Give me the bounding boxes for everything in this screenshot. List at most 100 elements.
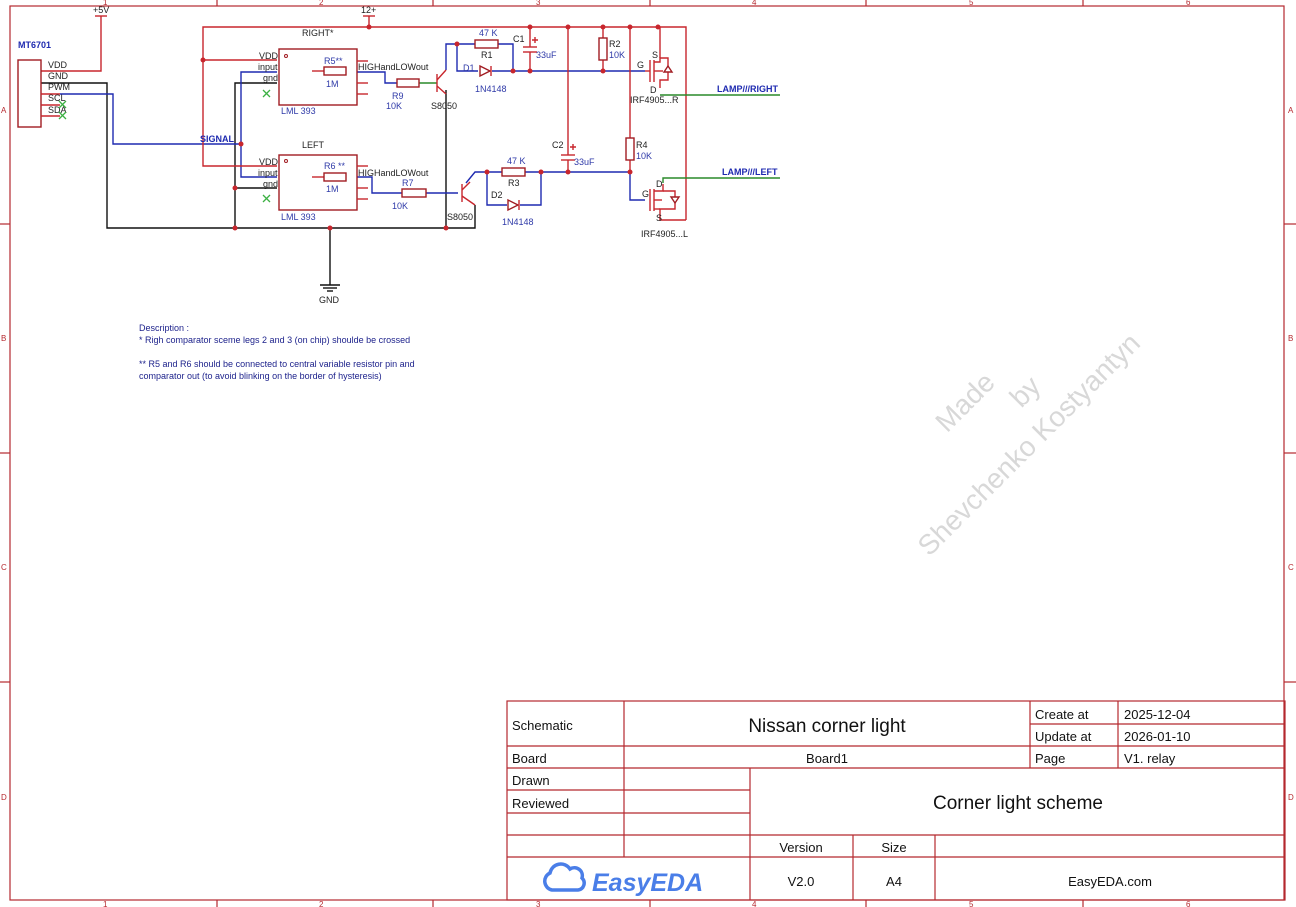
zone-col-1-bottom: 1: [103, 900, 108, 907]
gate-label: G: [637, 60, 644, 70]
r3-value: 47 K: [507, 156, 526, 166]
resistor-r4[interactable]: R4 10K: [625, 137, 652, 161]
reviewed-label: Reviewed: [512, 796, 569, 811]
pin-label: VDD: [259, 157, 279, 167]
size-value: A4: [886, 874, 902, 889]
pin-label: input: [258, 62, 278, 72]
r4-value: 10K: [636, 151, 652, 161]
mt6701-label: MT6701: [18, 40, 51, 50]
resistor-value: 1M: [326, 184, 339, 194]
r3-label: R3: [508, 178, 520, 188]
pin-vdd: VDD: [48, 60, 68, 70]
comparator-title: LEFT: [302, 140, 325, 150]
r7-value: 10K: [392, 201, 408, 211]
d1-value: 1N4148: [475, 84, 507, 94]
c2-label: C2: [552, 140, 564, 150]
transistor-q2[interactable]: S8050: [447, 181, 476, 222]
description-line: comparator out (to avoid blinking on the…: [139, 371, 382, 381]
resistor-r3[interactable]: 47 K R3: [501, 156, 526, 188]
lamp-left-net-label: LAMP///LEFT: [722, 167, 778, 177]
pin-sda: SDA: [48, 105, 67, 115]
zone-row-c-right: C: [1288, 563, 1294, 572]
page-label: Page: [1035, 751, 1065, 766]
diode-d2[interactable]: D2 1N4148: [491, 190, 534, 227]
c1-label: C1: [513, 34, 525, 44]
watermark-line: Shevchenko Kostyantyn: [912, 327, 1146, 561]
zone-row-a-right: A: [1288, 106, 1294, 115]
sheet-title: Corner light scheme: [933, 793, 1103, 814]
mosfet-right[interactable]: G S D IRF4905...R: [630, 50, 679, 105]
board-label: Board: [512, 751, 547, 766]
pin-label: VDD: [259, 51, 279, 61]
zone-row-d-right: D: [1288, 793, 1294, 802]
zone-col-6-bottom: 6: [1186, 900, 1191, 907]
zone-row-a: A: [1, 106, 7, 115]
create-label: Create at: [1035, 707, 1089, 722]
output-label: HIGHandLOWout: [358, 62, 429, 72]
comparator-title: RIGHT*: [302, 28, 334, 38]
capacitor-c1[interactable]: C1 33uF: [513, 34, 557, 60]
diode-d1[interactable]: D1 1N4148: [463, 63, 507, 94]
capacitor-c2[interactable]: C2 33uF: [552, 140, 595, 167]
mosfet-right-label: IRF4905...R: [630, 95, 679, 105]
signal-net-label: SIGNAL: [200, 134, 235, 144]
r2-value: 10K: [609, 50, 625, 60]
board-value: Board1: [806, 751, 848, 766]
zone-col-1: 1: [103, 0, 108, 7]
pin-gnd: GND: [48, 71, 69, 81]
drawn-label: Drawn: [512, 773, 550, 788]
title-block: Schematic Nissan corner light Create at …: [506, 700, 1286, 901]
schematic-label: Schematic: [512, 718, 573, 733]
r4-label: R4: [636, 140, 648, 150]
mt6701-connector[interactable]: MT6701 VDD GND PWM SCL SDA: [17, 40, 70, 128]
zone-col-4: 4: [752, 0, 757, 7]
lamp-right-net-label: LAMP///RIGHT: [717, 84, 778, 94]
author-watermark: Made by Shevchenko Kostyantyn: [912, 327, 1146, 561]
mosfet-left[interactable]: G D S IRF4905...L: [641, 179, 688, 239]
q1-label: S8050: [431, 101, 457, 111]
c1-value: 33uF: [536, 50, 557, 60]
no-connect-icon: [58, 100, 67, 109]
d1-label: D1: [463, 63, 475, 73]
resistor-r1[interactable]: 47 K R1: [474, 28, 499, 60]
watermark-line: Made: [929, 366, 1000, 437]
no-connect-icon: [262, 194, 271, 203]
resistor-value: 1M: [326, 79, 339, 89]
r2-label: R2: [609, 39, 621, 49]
description-note: Description : * Righ comparator sceme le…: [139, 323, 415, 381]
part-label: LML 393: [281, 106, 316, 116]
ground-label: GND: [319, 295, 340, 305]
polarity-plus-icon: [570, 144, 576, 150]
no-connect-icon: [58, 111, 67, 120]
zone-col-5: 5: [969, 0, 974, 7]
resistor-r2[interactable]: R2 10K: [598, 37, 625, 61]
page-value: V1. relay: [1124, 751, 1176, 766]
r1-label: R1: [481, 50, 493, 60]
pin-pwm: PWM: [48, 82, 70, 92]
zone-col-5-bottom: 5: [969, 900, 974, 907]
drain-label: D: [650, 85, 657, 95]
zone-row-b-right: B: [1288, 334, 1293, 343]
r9-value: 10K: [386, 101, 402, 111]
pin-label: input: [258, 168, 278, 178]
zone-col-3: 3: [536, 0, 541, 7]
resistor-r7[interactable]: R7 10K: [392, 178, 427, 211]
source-label: S: [652, 50, 658, 60]
transistor-q1[interactable]: S8050: [431, 69, 457, 111]
power-5v-label: +5V: [93, 5, 109, 15]
zone-col-2-bottom: 2: [319, 900, 324, 907]
watermark-line: by: [1004, 370, 1047, 413]
zone-col-3-bottom: 3: [536, 900, 541, 907]
part-label: LML 393: [281, 212, 316, 222]
r7-label: R7: [402, 178, 414, 188]
comparator-left[interactable]: LEFT VDD input gnd R6 ** 1M HIGHandLOWou…: [258, 140, 429, 222]
resistor-r9[interactable]: R9 10K: [386, 78, 420, 111]
mosfet-left-label: IRF4905...L: [641, 229, 688, 239]
zone-row-d: D: [1, 793, 7, 802]
comparator-right[interactable]: RIGHT* VDD input gnd R5** 1M HIGHandLOWo…: [258, 28, 429, 116]
easyeda-logo: EasyEDA: [543, 862, 703, 897]
source-label: S: [656, 213, 662, 223]
pin-label: gnd: [263, 73, 278, 83]
